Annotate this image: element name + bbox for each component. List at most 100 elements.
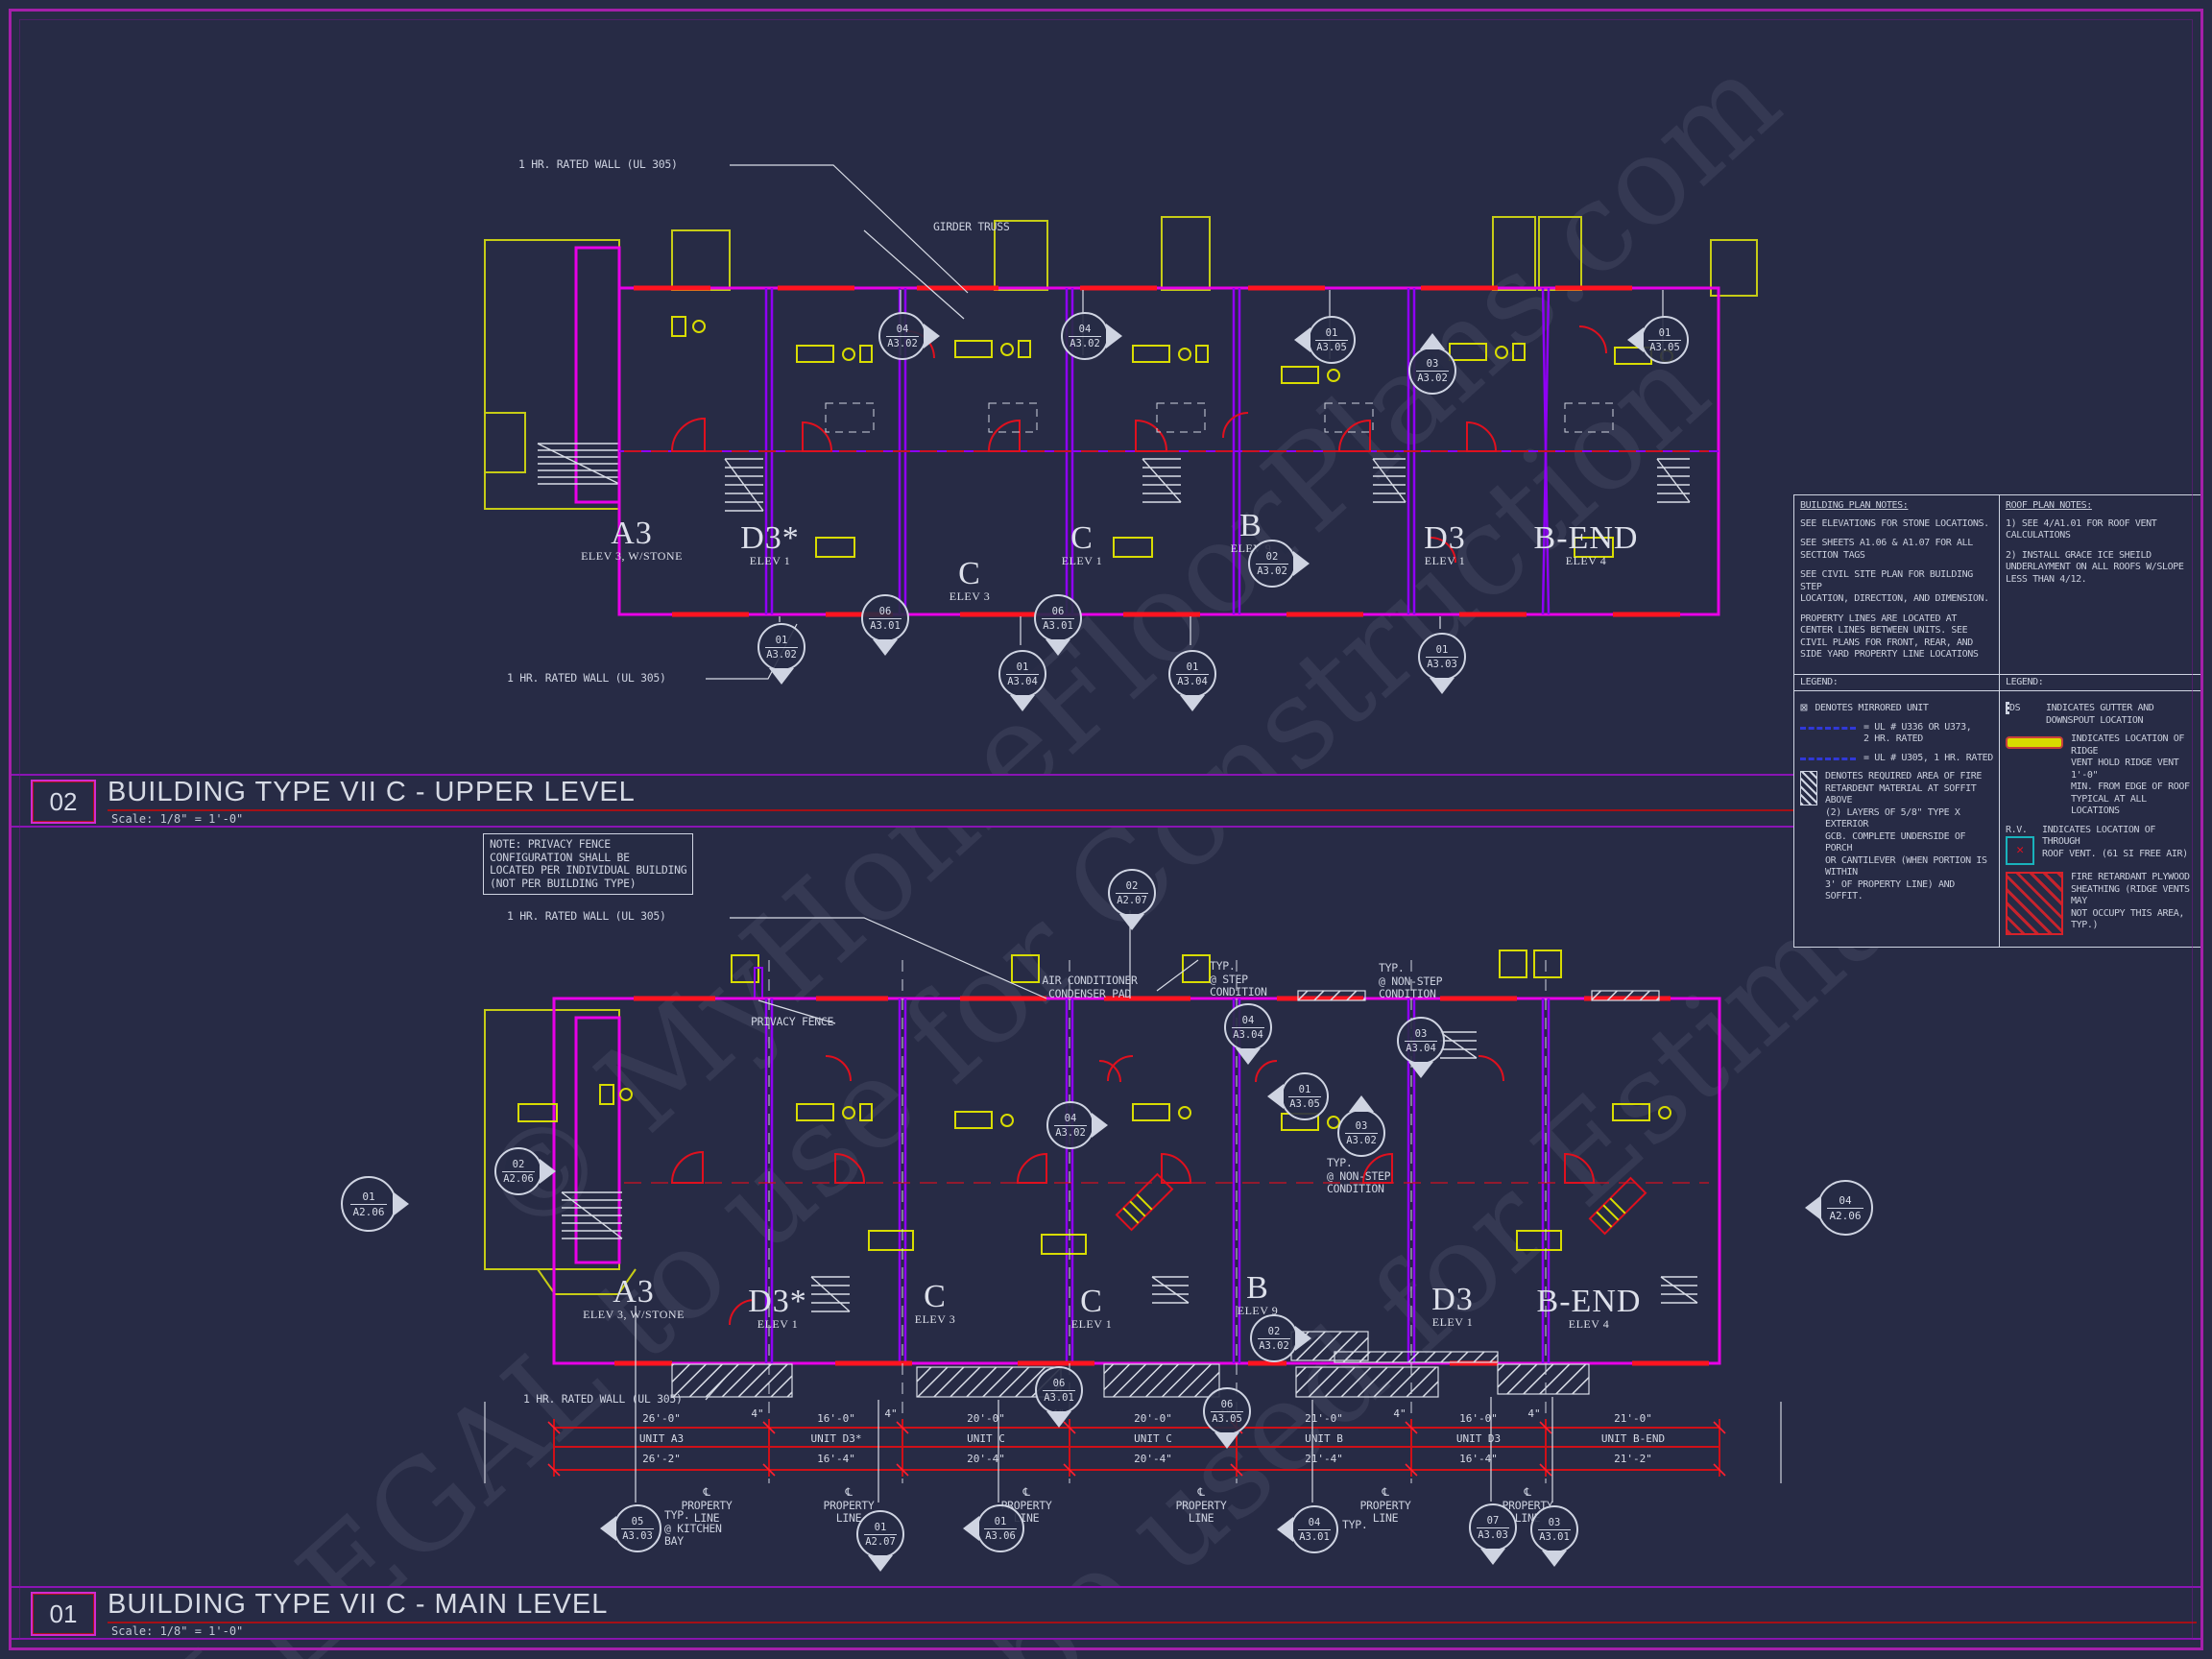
callout-rated-wall-upper: 1 HR. RATED WALL (UL 305): [518, 157, 678, 171]
legend-left-body: ⊠DENOTES MIRRORED UNIT = UL # U336 OR U3…: [1800, 701, 1993, 902]
dim-total: 20'-4": [967, 1453, 1005, 1465]
mirrored-unit-icon: ⊠: [1800, 701, 1808, 715]
dim-unit-name: UNIT C: [967, 1432, 1005, 1445]
centerline-icon: ℄: [845, 1485, 853, 1499]
dim-unit-name: UNIT B: [1305, 1432, 1343, 1445]
callout-rated-wall-main: 1 HR. RATED WALL (UL 305): [507, 909, 666, 923]
building-plan-notes: BUILDING PLAN NOTES: SEE ELEVATIONS FOR …: [1794, 495, 1999, 674]
unit-label: D3*ELEV 1: [740, 520, 800, 568]
roof-vent-icon: R.V.✕: [2006, 825, 2034, 865]
callout-privacy-fence: PRIVACY FENCE: [751, 1015, 834, 1028]
callout-girder-truss: GIRDER TRUSS: [933, 220, 1010, 233]
roof-plan-notes: ROOF PLAN NOTES: 1) SEE 4/A1.01 FOR ROOF…: [1999, 495, 2200, 674]
dim-unit-name: UNIT D3*: [810, 1432, 862, 1445]
note-typ-nonstep-condition: TYP. @ NON-STEP CONDITION: [1327, 1156, 1391, 1195]
legend-header-right: LEGEND:: [1999, 673, 2200, 691]
note-typ-step-condition: TYP. @ STEP CONDITION: [1210, 959, 1267, 998]
section-title: BUILDING TYPE VII C - MAIN LEVEL: [108, 1589, 609, 1620]
dim-segment: 21'-0": [1305, 1412, 1343, 1425]
dim-unit-name: UNIT B-END: [1600, 1432, 1666, 1445]
dim-segment: 21'-0": [1614, 1412, 1652, 1425]
dim-segment: 20'-0": [967, 1412, 1005, 1425]
callout-rated-wall-main-bottom: 1 HR. RATED WALL (UL 305): [523, 1392, 683, 1406]
dim-segment: 26'-0": [642, 1412, 681, 1425]
upper-plan-drawing: [484, 164, 1758, 680]
building-notes-header: BUILDING PLAN NOTES:: [1800, 500, 1909, 511]
privacy-fence-note-box: NOTE: PRIVACY FENCE CONFIGURATION SHALL …: [483, 833, 694, 895]
centerline-icon: ℄: [1022, 1485, 1030, 1499]
note-typ: TYP.: [1342, 1518, 1368, 1531]
scale-note: Scale: 1/8" = 1'-0": [111, 1624, 244, 1638]
title-underline: [108, 1622, 2197, 1623]
dim-unit-name: UNIT C: [1134, 1432, 1172, 1445]
dim-segment: 4": [751, 1407, 764, 1420]
centerline-icon: ℄: [703, 1485, 710, 1499]
ridge-vent-icon: [2006, 736, 2063, 749]
centerline-icon: ℄: [1382, 1485, 1389, 1499]
sheet-detail-number: 01: [31, 1592, 96, 1636]
dim-unit-name: UNIT A3: [638, 1432, 685, 1445]
gutter-downspout-icon: DS: [2006, 702, 2038, 715]
ul-1hr-line-icon: [1800, 757, 1856, 760]
ul-2hr-line-icon: [1800, 726, 1856, 730]
dim-total: 21'-4": [1305, 1453, 1343, 1465]
note-typ-nonstep-condition: TYP. @ NON-STEP CONDITION: [1379, 961, 1443, 1000]
dim-total: 20'-4": [1134, 1453, 1172, 1465]
marker-sheet: A3.02: [887, 337, 918, 349]
dim-total: 16'-4": [817, 1453, 855, 1465]
notes-panel: BUILDING PLAN NOTES: SEE ELEVATIONS FOR …: [1793, 494, 2202, 948]
titlebar-main-level: 01 BUILDING TYPE VII C - MAIN LEVEL Scal…: [12, 1586, 2200, 1640]
title-underline: [108, 809, 2197, 811]
fire-retardant-plywood-icon: [2006, 872, 2063, 935]
note-typ-kitchen-bay: TYP. @ KITCHEN BAY: [664, 1508, 722, 1548]
scale-note: Scale: 1/8" = 1'-0": [111, 812, 244, 826]
callout-rated-wall-upper-bottom: 1 HR. RATED WALL (UL 305): [507, 671, 666, 685]
dim-total: 26'-2": [642, 1453, 681, 1465]
dim-segment: 20'-0": [1134, 1412, 1172, 1425]
dim-segment: 16'-0": [1459, 1412, 1498, 1425]
dim-total: 16'-4": [1459, 1453, 1498, 1465]
